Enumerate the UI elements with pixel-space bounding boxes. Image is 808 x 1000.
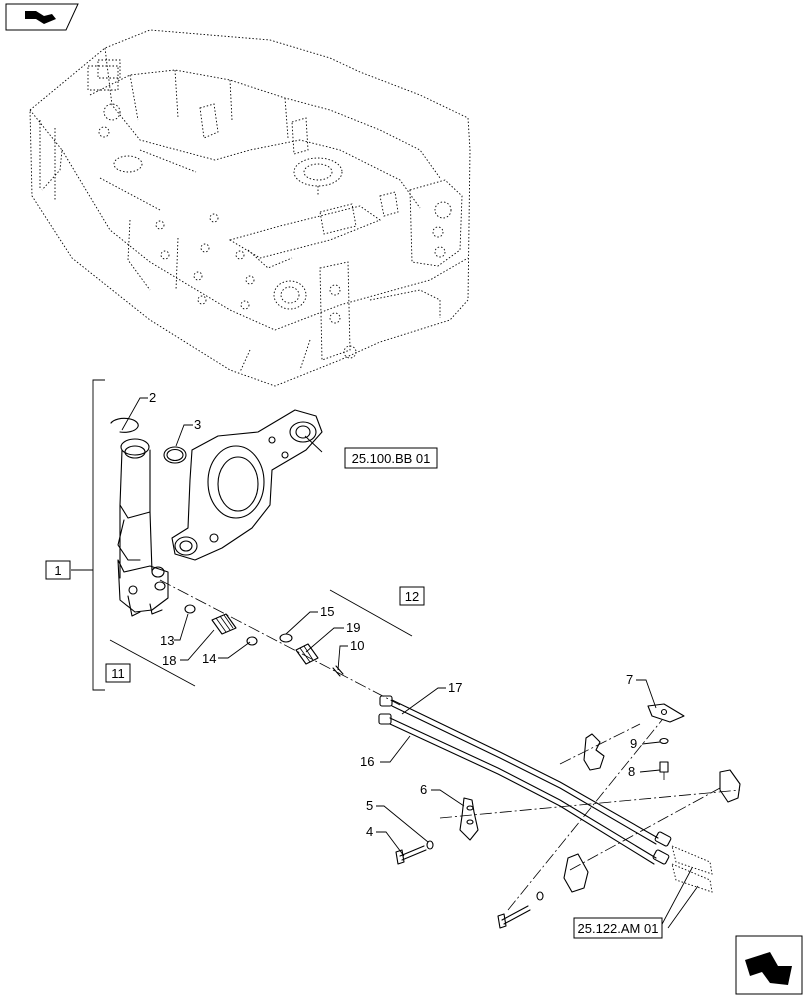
callout-13[interactable]: 13 bbox=[160, 633, 174, 648]
leader-lines bbox=[121, 397, 699, 929]
clamps-drawing bbox=[395, 703, 741, 929]
callout-12-label: 12 bbox=[405, 589, 419, 604]
snap-ring-drawing bbox=[110, 417, 139, 433]
callout-12[interactable]: 12 bbox=[399, 586, 425, 606]
callout-8[interactable]: 8 bbox=[628, 764, 635, 779]
forward-arrow-icon bbox=[745, 952, 792, 985]
steering-arm-ref-label: 25.100.BB 01 bbox=[352, 451, 431, 466]
callout-5[interactable]: 5 bbox=[366, 798, 373, 813]
hoses-drawing bbox=[378, 695, 713, 893]
callout-15[interactable]: 15 bbox=[320, 604, 334, 619]
group-lines bbox=[109, 589, 413, 687]
hose-connection-ref-box[interactable]: 25.122.AM 01 bbox=[573, 917, 663, 939]
steering-arm-drawing bbox=[171, 409, 323, 561]
group-bracket bbox=[71, 379, 105, 691]
axle-housing-drawing bbox=[29, 29, 471, 387]
callout-6[interactable]: 6 bbox=[420, 782, 427, 797]
steering-cylinder-drawing bbox=[117, 438, 169, 617]
steering-arm-ref-box[interactable]: 25.100.BB 01 bbox=[344, 447, 438, 469]
callout-7[interactable]: 7 bbox=[626, 672, 633, 687]
callout-3[interactable]: 3 bbox=[194, 417, 201, 432]
callout-10[interactable]: 10 bbox=[350, 638, 364, 653]
callout-9[interactable]: 9 bbox=[630, 736, 637, 751]
callout-4[interactable]: 4 bbox=[366, 824, 373, 839]
callout-17[interactable]: 17 bbox=[448, 680, 462, 695]
o-ring-drawing bbox=[163, 446, 187, 464]
callout-18[interactable]: 18 bbox=[162, 653, 176, 668]
prev-page-button[interactable] bbox=[5, 3, 79, 31]
next-page-button[interactable] bbox=[735, 935, 803, 995]
callout-11-label: 11 bbox=[111, 666, 125, 681]
callout-19[interactable]: 19 bbox=[346, 620, 360, 635]
callout-2[interactable]: 2 bbox=[149, 390, 156, 405]
callout-16[interactable]: 16 bbox=[360, 754, 374, 769]
fittings-drawing bbox=[159, 579, 401, 706]
callout-1[interactable]: 1 bbox=[45, 560, 71, 580]
callout-11[interactable]: 11 bbox=[105, 663, 131, 683]
back-arrow-icon bbox=[25, 11, 56, 24]
hose-connection-ref-label: 25.122.AM 01 bbox=[578, 921, 659, 936]
callout-1-label: 1 bbox=[54, 563, 61, 578]
callout-14[interactable]: 14 bbox=[202, 651, 216, 666]
